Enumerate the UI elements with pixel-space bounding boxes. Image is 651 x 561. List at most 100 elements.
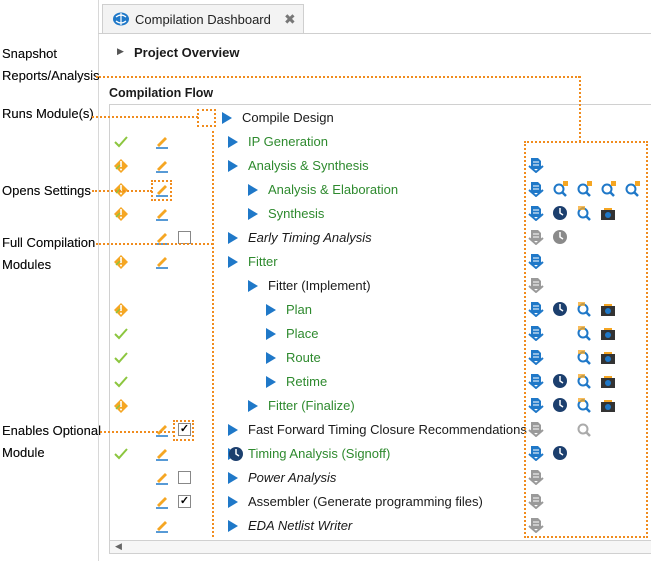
settings-pencil-icon[interactable] [154,157,170,173]
run-play-icon[interactable] [266,352,276,364]
flow-row[interactable]: ✓Fast Forward Timing Closure Recommendat… [110,418,650,442]
close-icon[interactable]: ✖ [284,11,296,27]
flow-row[interactable]: IP Generation [110,130,650,154]
project-overview-section[interactable]: Project Overview [134,45,240,60]
snapshot-viewer-icon[interactable] [600,349,616,366]
flow-row[interactable]: Fitter (Finalize) [110,394,650,418]
run-play-icon[interactable] [228,232,238,244]
report-disabled-icon[interactable] [528,517,544,534]
status-warning-icon [113,398,129,414]
timing-report-icon[interactable] [552,373,568,390]
analysis-report-icon[interactable] [552,181,568,198]
callout-runs-modules: Runs Module(s) [2,103,94,125]
report-disabled-icon[interactable] [528,421,544,438]
run-play-icon[interactable] [248,280,258,292]
flow-row[interactable]: Early Timing Analysis [110,226,650,250]
enable-module-checkbox[interactable]: ✓ [178,423,191,436]
run-play-icon[interactable] [248,400,258,412]
timing-report-icon[interactable] [552,397,568,414]
analysis-report-icon[interactable] [624,181,640,198]
chip-planner-icon[interactable] [576,397,592,414]
settings-pencil-icon[interactable] [154,445,170,461]
run-play-icon[interactable] [228,424,238,436]
run-play-icon[interactable] [266,304,276,316]
run-play-icon[interactable] [248,208,258,220]
settings-pencil-icon[interactable] [154,181,170,197]
scroll-left-icon[interactable]: ◀ [115,541,122,551]
report-icon[interactable] [528,349,544,366]
flow-row[interactable]: Place [110,322,650,346]
settings-pencil-icon[interactable] [154,421,170,437]
run-play-icon[interactable] [266,328,276,340]
analysis-disabled-icon[interactable] [576,421,592,438]
run-play-icon[interactable] [228,136,238,148]
chip-planner-icon[interactable] [576,205,592,222]
timing-report-icon[interactable] [552,205,568,222]
enable-module-checkbox[interactable] [178,471,191,484]
run-play-icon[interactable] [228,256,238,268]
run-play-icon[interactable] [228,520,238,532]
callout-text-line: Opens Settings [2,183,91,198]
flow-row[interactable]: Analysis & Elaboration [110,178,650,202]
report-icon[interactable] [528,205,544,222]
report-disabled-icon[interactable] [528,493,544,510]
compilation-flow-grid [109,104,651,541]
flow-row[interactable]: Synthesis [110,202,650,226]
timing-report-icon[interactable] [552,301,568,318]
flow-row[interactable]: Compile Design [110,106,650,130]
settings-pencil-icon[interactable] [154,493,170,509]
report-icon[interactable] [528,253,544,270]
horizontal-scrollbar[interactable]: ◀ [109,540,651,554]
flow-row[interactable]: Retime [110,370,650,394]
tab-compilation-dashboard[interactable]: Compilation Dashboard ✖ [102,4,304,33]
flow-row[interactable]: Route [110,346,650,370]
report-disabled-icon[interactable] [528,277,544,294]
run-play-icon[interactable] [248,184,258,196]
flow-row[interactable]: Timing Analysis (Signoff) [110,442,650,466]
snapshot-viewer-icon[interactable] [600,325,616,342]
timing-report-disabled-icon[interactable] [552,229,568,246]
chip-planner-icon[interactable] [576,325,592,342]
report-disabled-icon[interactable] [528,229,544,246]
report-icon[interactable] [528,373,544,390]
flow-row[interactable]: Fitter (Implement) [110,274,650,298]
run-play-icon[interactable] [266,376,276,388]
report-icon[interactable] [528,325,544,342]
callout-text-line: Enables Optional [2,423,102,438]
flow-row[interactable]: Plan [110,298,650,322]
optional-leader-line [100,431,174,433]
settings-pencil-icon[interactable] [154,205,170,221]
snapshot-viewer-icon[interactable] [600,397,616,414]
snapshot-viewer-icon[interactable] [600,205,616,222]
report-disabled-icon[interactable] [528,469,544,486]
run-play-icon[interactable] [228,160,238,172]
snapshot-viewer-icon[interactable] [600,301,616,318]
chip-planner-icon[interactable] [576,373,592,390]
flow-row[interactable]: EDA Netlist Writer [110,514,650,538]
settings-pencil-icon[interactable] [154,469,170,485]
run-play-icon[interactable] [222,112,232,124]
run-play-icon[interactable] [228,496,238,508]
chip-planner-icon[interactable] [576,301,592,318]
settings-pencil-icon[interactable] [154,253,170,269]
snapshot-viewer-icon[interactable] [600,373,616,390]
report-icon[interactable] [528,157,544,174]
timing-report-icon[interactable] [552,445,568,462]
report-icon[interactable] [528,397,544,414]
flow-row[interactable]: Analysis & Synthesis [110,154,650,178]
analysis-report-icon[interactable] [600,181,616,198]
settings-pencil-icon[interactable] [154,517,170,533]
report-icon[interactable] [528,181,544,198]
enable-module-checkbox[interactable]: ✓ [178,495,191,508]
flow-row[interactable]: Power Analysis [110,466,650,490]
snapshot-leader-drop [579,76,581,142]
settings-pencil-icon[interactable] [154,133,170,149]
analysis-report-icon[interactable] [576,181,592,198]
report-icon[interactable] [528,445,544,462]
flow-row[interactable]: Fitter [110,250,650,274]
chip-planner-icon[interactable] [576,349,592,366]
report-icon[interactable] [528,301,544,318]
flow-row[interactable]: ✓Assembler (Generate programming files) [110,490,650,514]
run-play-icon[interactable] [228,472,238,484]
expand-arrow-icon[interactable]: ▶ [117,46,124,56]
